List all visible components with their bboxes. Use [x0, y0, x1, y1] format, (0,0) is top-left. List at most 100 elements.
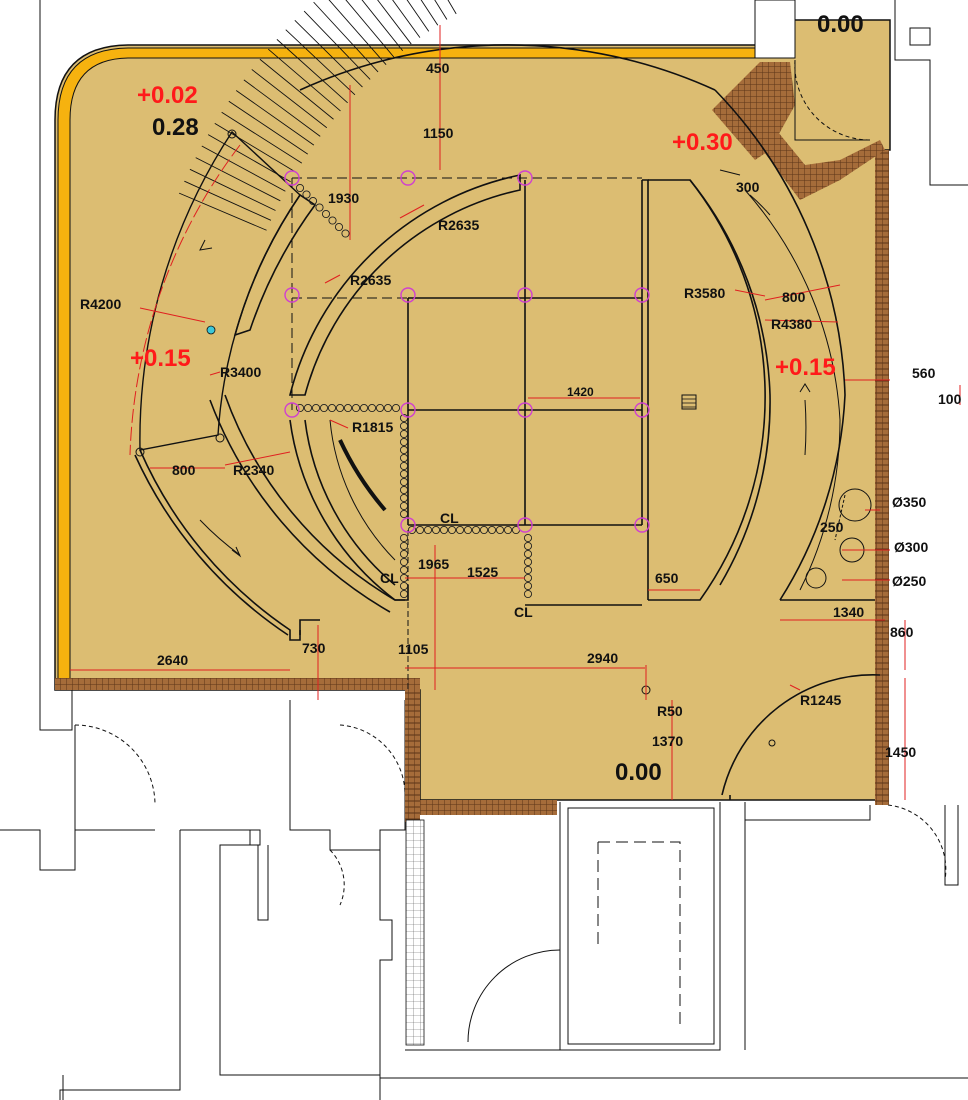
- handrail-bead: [399, 429, 409, 439]
- dimension-labels: 450 1150 1930 R2635 R2635 300 R3580 800 …: [80, 60, 962, 760]
- stair-tread: [195, 157, 281, 202]
- brick-walls: [55, 62, 889, 822]
- handrail-bead: [523, 557, 533, 567]
- handrail-bead: [399, 557, 409, 567]
- dim-800-right: 800: [782, 289, 806, 305]
- handrail-bead: [327, 403, 337, 413]
- handrail-beads: [295, 183, 533, 599]
- handrail-bead: [351, 403, 361, 413]
- level-top-left-red: +0.02: [137, 82, 198, 109]
- column-marker: [284, 402, 300, 418]
- column-markers: [284, 170, 650, 533]
- handrail-bead: [315, 203, 324, 212]
- column-marker: [517, 517, 533, 533]
- handrail-bead: [343, 403, 353, 413]
- handrail-bead: [523, 541, 533, 551]
- dim-r1245: R1245: [800, 692, 841, 708]
- column-marker: [284, 170, 300, 186]
- handrail-bead: [407, 525, 417, 535]
- dim-2940: 2940: [587, 650, 618, 666]
- handrail-bead: [295, 183, 305, 193]
- dim-650: 650: [655, 570, 679, 586]
- stair-tread: [328, 0, 387, 65]
- stair-tread: [276, 39, 348, 104]
- handrail-bead: [399, 461, 409, 471]
- dim-r3400: R3400: [220, 364, 261, 380]
- stair-tread: [392, 0, 421, 38]
- dim-560: 560: [912, 365, 936, 381]
- handrail-bead: [399, 421, 409, 431]
- handrail-bead: [399, 493, 409, 503]
- curved-staircase: [129, 0, 457, 457]
- handrail-bead: [399, 477, 409, 487]
- handrail-bead: [328, 216, 337, 225]
- stair-tread: [267, 48, 341, 112]
- stair-tread: [313, 1, 379, 73]
- stair-tread: [201, 145, 286, 192]
- dim-450: 450: [426, 60, 450, 76]
- level-top-right-red: +0.30: [672, 129, 733, 156]
- column-marker: [400, 287, 416, 303]
- dim-r2635-b: R2635: [350, 272, 391, 288]
- handrail-bead: [341, 229, 350, 238]
- stair-tread: [294, 19, 363, 88]
- level-top-left-black: 0.28: [152, 114, 199, 141]
- column-marker: [634, 287, 650, 303]
- dim-cl-3: CL: [514, 604, 533, 620]
- handrail-bead: [495, 525, 505, 535]
- dim-r2340: R2340: [233, 462, 274, 478]
- handrail-bead: [399, 469, 409, 479]
- handrail-bead: [399, 413, 409, 423]
- dim-r4380: R4380: [771, 316, 812, 332]
- stair-tread: [259, 58, 334, 120]
- stair-tread: [447, 0, 457, 15]
- stair-tread: [406, 0, 430, 32]
- handrail-node: [206, 325, 216, 335]
- dim-d250: Ø250: [892, 573, 926, 589]
- handrail-bead: [399, 533, 409, 543]
- handrail-bead: [399, 581, 409, 591]
- stair-tread: [434, 0, 448, 20]
- dim-cl-1: CL: [440, 510, 459, 526]
- dim-r3580: R3580: [684, 285, 725, 301]
- circular-platform: [134, 44, 875, 690]
- column-marker: [517, 287, 533, 303]
- handrail-bead: [399, 501, 409, 511]
- handrail-bead: [302, 190, 311, 199]
- stair-tread: [207, 134, 291, 183]
- handrail-bead: [399, 549, 409, 559]
- handrail-bead: [391, 403, 401, 413]
- dim-r50: R50: [657, 703, 683, 719]
- handrail-bead: [523, 533, 533, 543]
- dimension-lines: [70, 25, 961, 800]
- dim-r4200: R4200: [80, 296, 121, 312]
- dim-250: 250: [820, 519, 844, 535]
- dim-800-left: 800: [172, 462, 196, 478]
- column-marker: [400, 170, 416, 186]
- handrail-bead: [399, 565, 409, 575]
- center-marker: [681, 394, 697, 410]
- column-marker: [634, 402, 650, 418]
- column-marker: [400, 517, 416, 533]
- stair-treads: [178, 0, 457, 231]
- handrail-bead: [321, 209, 331, 219]
- dim-860: 860: [890, 624, 914, 640]
- handrail-bead: [415, 525, 425, 535]
- column-marker: [400, 402, 416, 418]
- handrail-bead: [399, 445, 409, 455]
- stair-tread: [235, 90, 315, 146]
- handrail-bead: [471, 525, 481, 535]
- dim-300: 300: [736, 179, 760, 195]
- level-right-red: +0.15: [775, 354, 836, 381]
- stair-tread: [184, 180, 272, 221]
- dim-1370: 1370: [652, 733, 683, 749]
- stair-hatch: [405, 819, 425, 1046]
- handrail-bead: [503, 525, 513, 535]
- handrail-bead: [523, 581, 533, 591]
- handrail-bead: [523, 549, 533, 559]
- stair-tread: [178, 192, 267, 231]
- handrail-bead: [399, 589, 409, 599]
- handrail-bead: [439, 525, 449, 535]
- handrail-bead: [303, 403, 313, 413]
